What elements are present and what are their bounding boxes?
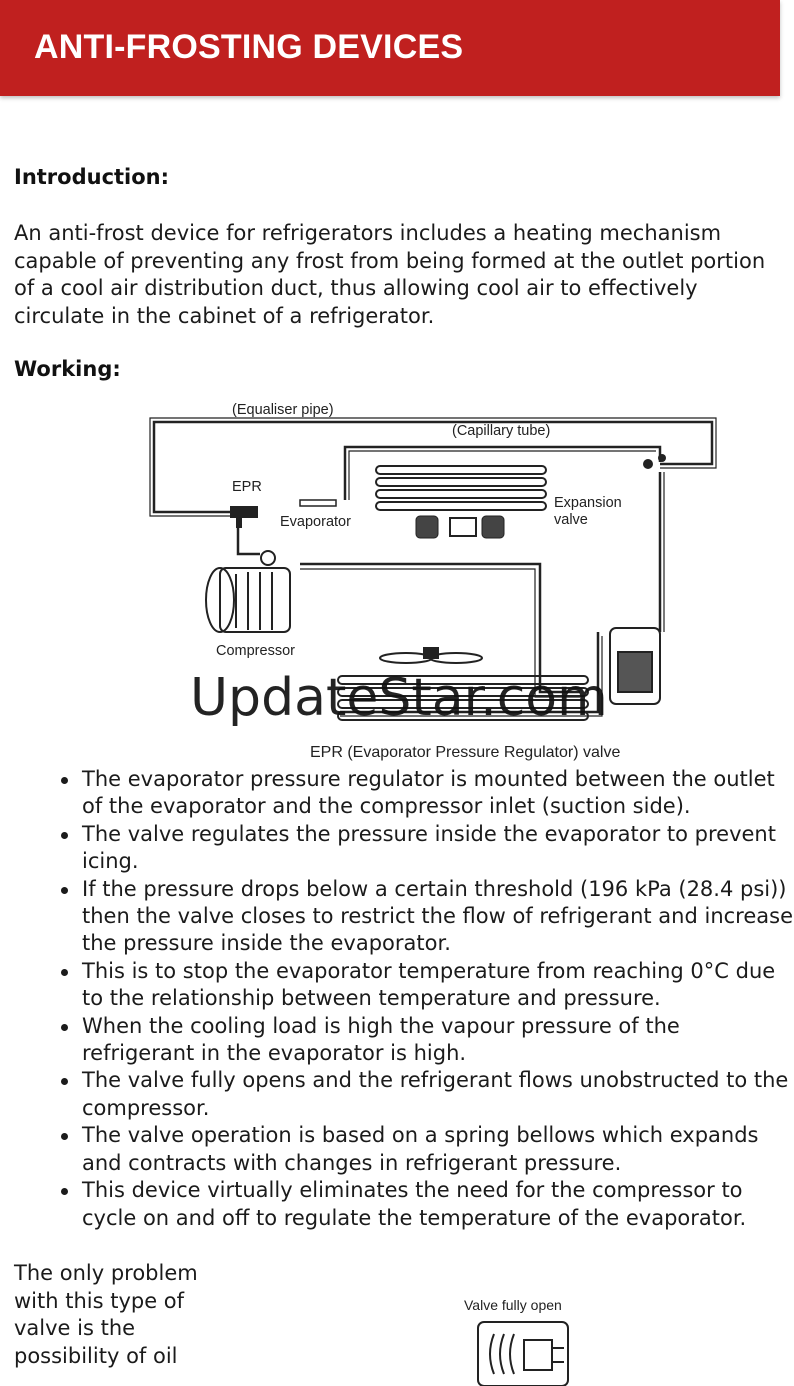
list-item: The valve regulates the pressure inside … <box>61 821 794 876</box>
valve-figure-label: Valve fully open <box>464 1297 562 1313</box>
label-epr: EPR <box>232 479 262 495</box>
list-item: This is to stop the evaporator temperatu… <box>61 958 794 1013</box>
list-item: The valve operation is based on a spring… <box>61 1122 794 1177</box>
valve-fully-open-figure: Valve fully open <box>464 1297 569 1386</box>
watermark-text: UpdateStar.com <box>190 668 608 728</box>
epr-system-diagram: (Equaliser pipe) (Capillary tube) EPR Ev… <box>149 402 717 761</box>
label-capillary-tube: (Capillary tube) <box>452 423 550 439</box>
label-equaliser-pipe: (Equaliser pipe) <box>232 402 334 418</box>
receiver-dryer <box>609 627 661 705</box>
list-item: When the cooling load is high the vapour… <box>61 1013 794 1068</box>
list-item: If the pressure drops below a certain th… <box>61 876 794 958</box>
introduction-text: An anti-frost device for refrigerators i… <box>14 221 766 328</box>
label-valve: valve <box>554 512 588 528</box>
blower-fan <box>415 515 505 539</box>
compressor <box>205 550 291 633</box>
list-item: The evaporator pressure regulator is mou… <box>61 766 794 821</box>
working-bullet-list: The evaporator pressure regulator is mou… <box>60 766 794 1232</box>
expansion-valve <box>643 454 666 469</box>
page-title: ANTI-FROSTING DEVICES <box>34 28 464 66</box>
problem-text: The only problem with this type of valve… <box>14 1261 198 1368</box>
list-item: This device virtually eliminates the nee… <box>61 1177 794 1232</box>
label-compressor: Compressor <box>216 643 295 659</box>
label-evaporator: Evaporator <box>280 514 351 530</box>
evaporator-coil <box>375 465 547 511</box>
condenser-coil <box>337 675 589 721</box>
list-item: The valve fully opens and the refrigeran… <box>61 1067 794 1122</box>
condenser-fan <box>379 647 483 664</box>
label-expansion: Expansion <box>554 495 622 511</box>
app-bar: ANTI-FROSTING DEVICES <box>0 0 780 96</box>
introduction-heading: Introduction: <box>14 165 170 189</box>
epr-valve <box>230 499 337 528</box>
working-heading: Working: <box>14 357 121 381</box>
diagram-caption: EPR (Evaporator Pressure Regulator) valv… <box>310 744 620 761</box>
